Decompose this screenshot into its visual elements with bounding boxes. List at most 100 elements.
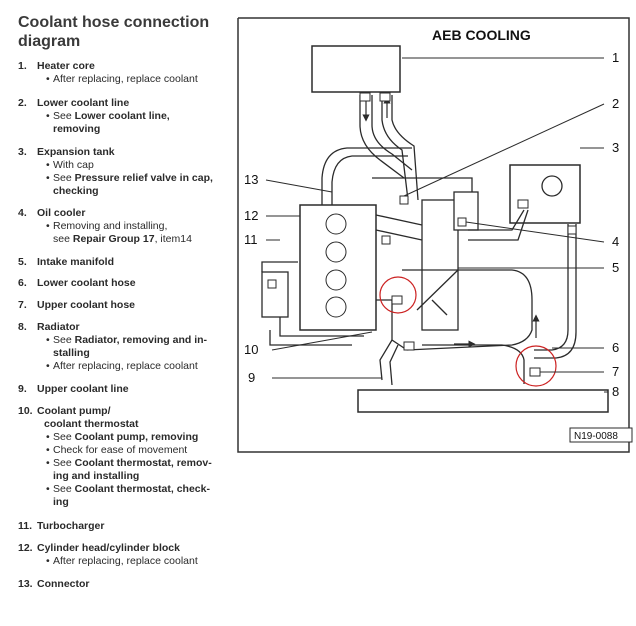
legend-item-heading: 11. Turbocharger: [18, 520, 230, 533]
legend-item-label: Radiator: [37, 321, 80, 333]
legend-note: Removing and installing,: [46, 220, 230, 233]
legend-note-text: checking: [53, 185, 99, 197]
legend-item-number: 2.: [18, 97, 27, 109]
legend-note-text: Radiator, removing and in-: [74, 334, 208, 346]
legend-item-heading: 13.Connector: [18, 578, 230, 591]
heater-flow-arrows: [362, 96, 391, 122]
legend-item: 11. Turbocharger: [18, 520, 230, 533]
heater-connector-left: [359, 92, 371, 102]
legend-note-text: Coolant thermostat, check-: [74, 483, 210, 495]
legend-note: See Pressure relief valve in cap,: [46, 172, 230, 185]
expansion-tank-outlet: [517, 199, 529, 209]
legend-note: See Coolant pump, removing: [46, 431, 230, 444]
legend-item-number: 11.: [18, 520, 33, 532]
legend-note: ing: [46, 496, 230, 509]
legend-item-label: Upper coolant line: [37, 383, 129, 395]
callout-12: 12: [244, 208, 258, 223]
legend-note-text: Repair Group 17: [72, 233, 155, 245]
callout-9: 9: [248, 370, 255, 385]
ref-code: N19-0088: [574, 431, 618, 442]
legend-item-heading: 10. Coolant pump/: [18, 405, 230, 418]
legend-note: stalling: [46, 347, 230, 360]
callout-6: 6: [612, 340, 619, 355]
legend-item-number: 13.: [18, 578, 33, 590]
legend-note-text: After replacing, replace coolant: [53, 360, 198, 372]
callout-8: 8: [612, 384, 619, 399]
legend-item-number: 3.: [18, 146, 27, 158]
radiator: [357, 389, 609, 413]
legend-note-text: See: [53, 457, 75, 469]
heater-core: [311, 45, 401, 93]
legend-item-heading: 4. Oil cooler: [18, 207, 230, 220]
legend-item-label: Coolant pump/: [37, 405, 111, 417]
legend-note-text: Removing and installing,: [53, 220, 168, 232]
legend-note: After replacing, replace coolant: [46, 360, 230, 373]
fitting-f: [567, 225, 577, 235]
legend-item-number: 6.: [18, 277, 27, 289]
fitting-c: [391, 295, 403, 305]
legend-note: See Lower coolant line,: [46, 110, 230, 123]
legend-note-text: Pressure relief valve in cap,: [74, 172, 213, 184]
legend-note: See Radiator, removing and in-: [46, 334, 230, 347]
callout-leaders: [265, 57, 608, 393]
legend-note-text: ing: [53, 496, 69, 508]
legend-note-text: See: [53, 334, 75, 346]
legend-item-number: 4.: [18, 207, 27, 219]
legend-note-text: See: [53, 431, 75, 443]
legend-note-text: stalling: [53, 347, 90, 359]
cylinder-2: [325, 241, 347, 263]
callout-11: 11: [244, 232, 258, 247]
legend-note-text: Coolant thermostat, remov-: [74, 457, 212, 469]
legend-note: ing and installing: [46, 470, 230, 483]
diagram-heading: AEB COOLING: [432, 27, 531, 43]
legend-item-number: 7.: [18, 299, 27, 311]
legend-note-text: See: [53, 172, 75, 184]
legend-item-heading: 2.Lower coolant line: [18, 97, 230, 110]
legend-item: 4. Oil coolerRemoving and installing,see …: [18, 207, 230, 246]
legend-item-label: Oil cooler: [37, 207, 86, 219]
callout-7: 7: [612, 364, 619, 379]
legend-item: 3. Expansion tankWith capSee Pressure rel…: [18, 146, 230, 198]
legend-item-label: Expansion tank: [37, 146, 115, 158]
legend-note: After replacing, replace coolant: [46, 73, 230, 86]
legend-note-text: see: [53, 233, 73, 245]
legend-note: Check for ease of movement: [46, 444, 230, 457]
legend-item: 8.RadiatorSee Radiator, removing and in-…: [18, 321, 230, 373]
fitting-d: [403, 341, 415, 351]
legend-item: 6.Lower coolant hose: [18, 277, 230, 290]
legend-item-label: Upper coolant hose: [37, 299, 136, 311]
legend-note-text: After replacing, replace coolant: [53, 555, 198, 567]
highlight-circle-connection: [379, 276, 417, 314]
diagram-panel: AEB COOLING: [232, 0, 636, 621]
cylinder-3: [325, 269, 347, 291]
legend-item-notes: With capSee Pressure relief valve in cap…: [46, 159, 230, 198]
legend-note-text: , item14: [154, 233, 192, 245]
legend-item-label: Intake manifold: [37, 256, 115, 268]
legend-item-heading: 6.Lower coolant hose: [18, 277, 230, 290]
legend-item-number: 9.: [18, 383, 27, 395]
legend-note-text: Check for ease of movement: [53, 444, 188, 456]
legend-title-line2: diagram: [18, 33, 81, 50]
legend-item-label: Turbocharger: [37, 520, 105, 532]
legend-item-heading: 9. Upper coolant line: [18, 383, 230, 396]
legend-note: removing: [46, 123, 230, 136]
fitting-b: [381, 235, 391, 245]
legend-note: See Coolant thermostat, remov-: [46, 457, 230, 470]
legend-item: 9. Upper coolant line: [18, 383, 230, 396]
legend-note-text: See: [53, 483, 75, 495]
legend-title: Coolant hose connection diagram: [18, 13, 228, 51]
legend-item: 13.Connector: [18, 578, 230, 591]
legend-item-label: Heater core: [37, 60, 95, 72]
legend-item-number: 5.: [18, 256, 27, 268]
legend-note-text: Coolant pump, removing: [74, 431, 199, 443]
turbocharger: [261, 271, 289, 318]
legend-item-notes: See Lower coolant line,removing: [46, 110, 230, 136]
callout-2: 2: [612, 96, 619, 111]
legend-item-notes: Removing and installing,see Repair Group…: [46, 220, 230, 246]
legend-note: checking: [46, 185, 230, 198]
legend-item-heading: 5. Intake manifold: [18, 256, 230, 269]
diagram-frame: [237, 17, 630, 453]
legend-item-notes: After replacing, replace coolant: [46, 555, 230, 568]
legend-item-number: 10.: [18, 405, 33, 417]
callout-5: 5: [612, 260, 619, 275]
